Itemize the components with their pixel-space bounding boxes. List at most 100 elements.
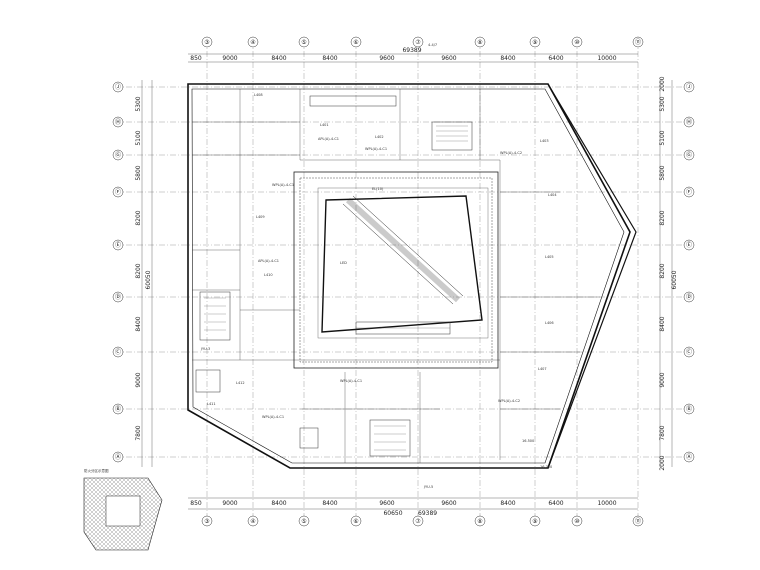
room-labels: APL(A)-4-C1 APL(A)-4-C1 WPL(A)-4-C1 WPL(… — [200, 93, 557, 489]
row-label: Ⓓ — [115, 293, 121, 301]
panel-label: JYU-3 — [200, 347, 210, 351]
dim-total: 60050 — [145, 270, 152, 289]
row-label: Ⓙ — [686, 83, 692, 91]
room-label: L410 — [264, 273, 273, 277]
circuit-label: APL(A)-4-C1 — [318, 137, 339, 141]
dim-text: 5800 — [135, 165, 142, 180]
col-label: ⑨ — [532, 518, 537, 525]
dimension-right: 2000 5300 5100 5800 8200 8200 8400 9000 … — [659, 76, 678, 470]
row-label: Ⓙ — [115, 83, 121, 91]
col-label: ⑤ — [301, 39, 306, 46]
dim-text: 7800 — [659, 425, 666, 440]
dim-text: 9000 — [222, 500, 237, 507]
dim-text: 8200 — [659, 263, 666, 278]
row-label: Ⓕ — [686, 188, 692, 196]
room-label: L405 — [545, 255, 554, 259]
dim-total: 69389 — [402, 47, 421, 54]
room-label: L408 — [254, 93, 263, 97]
room-label: L409 — [256, 215, 265, 219]
dim-text: 8400 — [271, 55, 286, 62]
room-label: L403 — [540, 139, 549, 143]
dim-text: 5300 — [135, 96, 142, 111]
column-bubbles-top: ③ ④ ⑤ ⑥ ⑦ ⑧ ⑨ ⑩ ⑪ — [201, 36, 644, 48]
dim-text: 10000 — [597, 500, 616, 507]
col-label: ⑧ — [477, 39, 482, 46]
building-outline — [187, 83, 637, 469]
panel-label: JYU-5 — [423, 485, 433, 489]
dim-text: 2000 — [659, 455, 666, 470]
inset-caption: 防火分区示意图 — [84, 468, 109, 473]
axis-grid — [115, 40, 692, 520]
circuit-label: APL(A)-4-C1 — [258, 259, 279, 263]
col-label: ⑤ — [301, 518, 306, 525]
row-label: Ⓔ — [115, 241, 121, 249]
dim-text: 5800 — [659, 165, 666, 180]
col-label: ③ — [204, 39, 209, 46]
room-label: L407 — [538, 367, 547, 371]
atrium-label: EL(10) — [372, 187, 384, 191]
dim-text: 8400 — [659, 316, 666, 331]
circuit-label: WPL(A)-4-C1 — [365, 147, 387, 151]
circuit-label: WPL(A)-4-C2 — [498, 399, 520, 403]
col-label: ④ — [250, 39, 255, 46]
room-label: L402 — [375, 135, 384, 139]
atrium-label: LED — [340, 261, 347, 265]
col-label: ⑩ — [574, 518, 579, 525]
col-label: ④ — [250, 518, 255, 525]
key-plan-inset: 防火分区示意图 — [83, 468, 163, 551]
row-label: Ⓒ — [686, 348, 692, 356]
dim-text: 9600 — [379, 55, 394, 62]
circuit-label: WPL(A)-4-C2 — [500, 151, 522, 155]
room-label: L404 — [548, 193, 557, 197]
row-label: Ⓖ — [686, 151, 692, 159]
row-label: Ⓐ — [686, 453, 692, 461]
dim-text: 8400 — [135, 316, 142, 331]
row-label: Ⓔ — [686, 241, 692, 249]
dim-text: 8400 — [322, 55, 337, 62]
dim-text: 8400 — [500, 500, 515, 507]
column-bubbles-bottom: ③ ④ ⑤ ⑥ ⑦ ⑧ ⑨ ⑩ ⑪ — [201, 515, 644, 527]
dim-total: 60650 — [383, 510, 402, 517]
dim-text: 9600 — [379, 500, 394, 507]
row-label: Ⓑ — [115, 405, 121, 413]
room-label: L401 — [320, 123, 329, 127]
dim-total: 60050 — [671, 270, 678, 289]
interior-walls — [192, 89, 600, 463]
dimension-bottom: 850 9000 8400 8400 9600 9600 8400 6400 1… — [188, 497, 638, 517]
col-label: ⑥ — [353, 39, 358, 46]
dim-text: 6400 — [548, 500, 563, 507]
elevation-label: 16.500 — [522, 439, 534, 443]
dimension-left: 5300 5100 5800 8200 8200 8400 9000 7800 … — [135, 80, 153, 467]
row-label: Ⓓ — [686, 293, 692, 301]
row-bubbles-right: Ⓙ Ⓗ Ⓖ Ⓕ Ⓔ Ⓓ Ⓒ Ⓑ Ⓐ — [683, 81, 695, 463]
circuit-label: WPL(A)-4-C1 — [340, 379, 362, 383]
row-label: Ⓗ — [115, 118, 121, 126]
col-label: ③ — [204, 518, 209, 525]
dim-text: 9000 — [659, 372, 666, 387]
dim-text: 8200 — [135, 210, 142, 225]
row-label: Ⓗ — [686, 118, 692, 126]
room-label: L406 — [545, 321, 554, 325]
dim-text: 7800 — [135, 425, 142, 440]
dim-text: 10000 — [597, 55, 616, 62]
elevation-label: 16.750 — [540, 465, 552, 469]
dim-note: 4-4/7 — [428, 43, 437, 47]
row-bubbles-left: Ⓙ Ⓗ Ⓖ Ⓕ Ⓔ Ⓓ Ⓒ Ⓑ Ⓐ — [112, 81, 124, 463]
room-label: L411 — [207, 402, 216, 406]
col-label: ⑦ — [415, 39, 421, 46]
dim-text: 9600 — [441, 55, 456, 62]
col-label: ⑦ — [415, 518, 421, 525]
dim-text: 5100 — [659, 130, 666, 145]
dim-text: 9600 — [441, 500, 456, 507]
dimension-top: 850 9000 8400 8400 9600 9600 8400 6400 1… — [188, 43, 638, 63]
col-label: ⑪ — [635, 38, 641, 46]
dim-text: 8400 — [322, 500, 337, 507]
dim-text: 8400 — [271, 500, 286, 507]
stair-cores — [195, 95, 473, 457]
col-label: ⑨ — [532, 39, 537, 46]
dim-text: 850 — [190, 500, 202, 507]
row-label: Ⓖ — [115, 151, 121, 159]
circuit-label: WPL(A)-4-C1 — [272, 183, 294, 187]
dim-text: 2000 — [659, 76, 666, 91]
